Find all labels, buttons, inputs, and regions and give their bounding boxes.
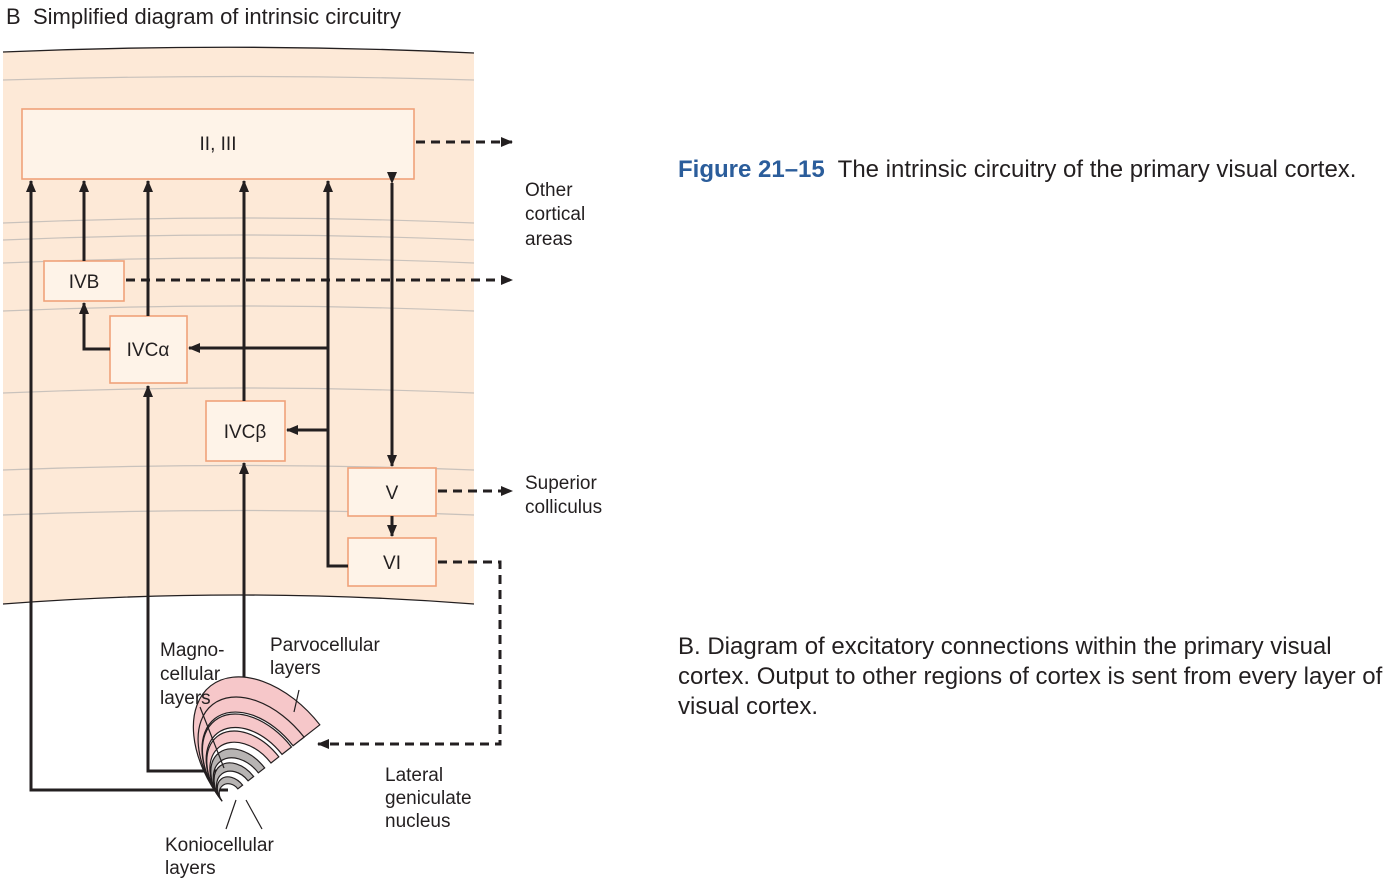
layer-box-ivcb [205,400,286,462]
svg-text:Superior: Superior [525,473,597,494]
svg-text:Parvocellular: Parvocellular [270,635,380,656]
layer-label-vi: VI [383,553,401,574]
lgn-leader-lines [199,689,300,830]
konio-to-ii-iii-arrow [26,180,228,792]
svg-text:Lateral: Lateral [385,765,443,786]
svg-text:layers: layers [160,688,211,709]
svg-text:layers: layers [270,658,321,679]
lateral-geniculate-nucleus-label: Lateral geniculate nucleus [385,765,472,832]
magno-leader-line [199,706,225,769]
konio-leader-line [225,799,237,830]
superior-colliculus-label: Superior colliculus [525,473,602,518]
parvo-leader-line [293,689,300,713]
magnocellular-layers-label: Magno- cellular layers [160,640,224,709]
figure-caption-label: Figure 21–15 [678,156,825,183]
layer-box-ivca [109,315,188,384]
layer-label-ii-iii: II, III [200,134,237,155]
layer-box-ii-iii [21,108,415,180]
layer-label-ivca: IVCα [127,340,170,361]
layer-box-v [347,467,437,517]
ivca-to-ivb-arrow [79,302,110,351]
figure-description: B. Diagram of excitatory connections wit… [678,633,1383,720]
layer-line [3,234,474,241]
koniocellular-layers-label: Koniocellular layers [165,835,274,879]
output-connections [126,137,513,749]
svg-text:colliculus: colliculus [525,497,602,518]
figure-caption: Figure 21–15 The intrinsic circuitry of … [678,155,1388,185]
figure-caption-text: The intrinsic circuitry of the primary v… [837,156,1357,183]
lgn-icon [192,676,321,802]
svg-text:Magno-: Magno- [160,640,224,661]
svg-text:layers: layers [165,858,216,879]
layer-line [3,305,474,312]
layer-label-v: V [386,483,399,504]
layer-line [3,217,474,224]
panel-letter: B [6,4,21,29]
vi-to-ii-iii-arrow [323,180,348,568]
svg-text:nucleus: nucleus [385,811,451,832]
layer-label-ivb: IVB [69,272,100,293]
magno-to-ivca-arrow [143,385,226,773]
layer-box-vi [347,537,437,587]
parvocellular-layers-label: Parvocellular layers [270,635,380,679]
layer-line [3,387,474,394]
svg-text:geniculate: geniculate [385,788,472,809]
svg-text:cellular: cellular [160,664,221,685]
svg-text:Other: Other [525,180,573,201]
svg-text:areas: areas [525,229,573,250]
pia-surface [2,46,475,54]
other-cortical-areas-label: Other cortical areas [525,180,585,250]
panel-title: Simplified diagram of intrinsic circuitr… [33,4,401,29]
cortex-slab [3,47,474,604]
layer-line [3,75,474,81]
layer-box-ivb [43,260,125,302]
konio-leader-line [245,799,263,830]
white-matter-border [2,594,475,605]
vi-to-lgn-feedback-arrow [317,560,502,749]
excitatory-connections [26,172,397,792]
svg-text:Koniocellular: Koniocellular [165,835,274,856]
svg-text:cortical: cortical [525,204,585,225]
layer-label-ivcb: IVCβ [224,422,267,443]
